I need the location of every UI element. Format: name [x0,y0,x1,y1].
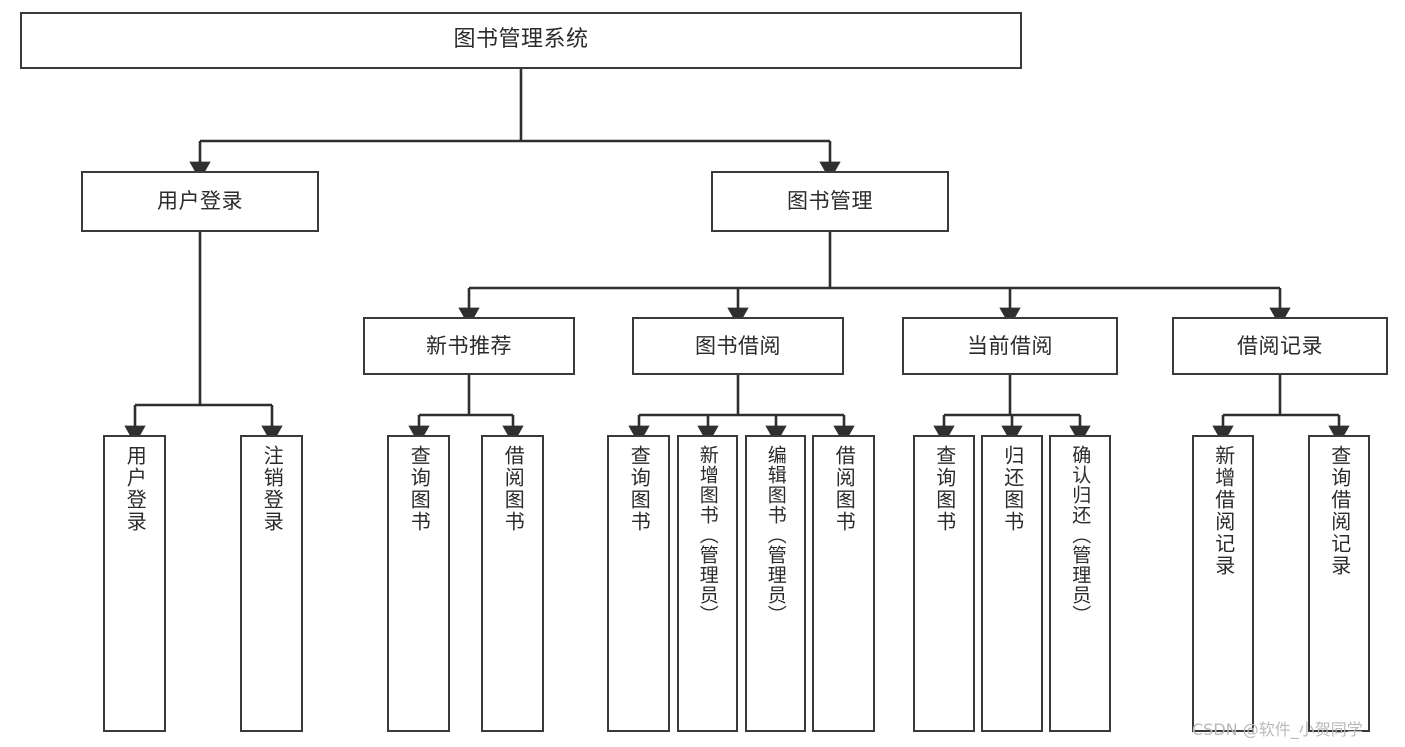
node-user-login-label: 用户登录 [157,189,243,214]
node-user-login[interactable]: 用户登录 [81,171,319,232]
leaf-edit-book-label: 编辑图书（管理员） [764,445,787,625]
leaf-add-book-label: 新增图书（管理员） [696,445,719,625]
leaf-user-logout-label: 注销登录 [260,445,285,533]
leaf-confirm-return[interactable]: 确认归还（管理员） [1049,435,1111,732]
node-borrow-record-label: 借阅记录 [1237,333,1323,358]
leaf-query-book-3[interactable]: 查询图书 [913,435,975,732]
node-new-book-recommend[interactable]: 新书推荐 [363,317,575,375]
leaf-query-book-1-label: 查询图书 [407,445,432,533]
node-root[interactable]: 图书管理系统 [20,12,1022,69]
leaf-borrow-book-2[interactable]: 借阅图书 [812,435,875,732]
node-book-borrow[interactable]: 图书借阅 [632,317,844,375]
leaf-return-book[interactable]: 归还图书 [981,435,1043,732]
leaf-query-borrow-record-label: 查询借阅记录 [1327,445,1352,577]
leaf-add-borrow-record-label: 新增借阅记录 [1211,445,1236,577]
csdn-watermark: CSDN @软件_小贺同学 [1192,720,1363,739]
leaf-user-login-label: 用户登录 [123,445,148,533]
leaf-borrow-book-1[interactable]: 借阅图书 [481,435,544,732]
leaf-add-book[interactable]: 新增图书（管理员） [677,435,738,732]
leaf-user-login[interactable]: 用户登录 [103,435,166,732]
node-book-manage[interactable]: 图书管理 [711,171,949,232]
leaf-query-book-3-label: 查询图书 [932,445,957,533]
node-root-label: 图书管理系统 [453,27,589,53]
node-new-book-recommend-label: 新书推荐 [426,333,512,358]
node-current-borrow-label: 当前借阅 [967,333,1053,358]
node-book-borrow-label: 图书借阅 [695,333,781,358]
leaf-return-book-label: 归还图书 [1000,445,1025,533]
leaf-edit-book[interactable]: 编辑图书（管理员） [745,435,806,732]
node-book-manage-label: 图书管理 [787,189,873,214]
leaf-query-book-1[interactable]: 查询图书 [387,435,450,732]
leaf-query-borrow-record[interactable]: 查询借阅记录 [1308,435,1370,732]
leaf-add-borrow-record[interactable]: 新增借阅记录 [1192,435,1254,732]
leaf-borrow-book-1-label: 借阅图书 [501,445,526,533]
leaf-confirm-return-label: 确认归还（管理员） [1069,445,1092,625]
node-borrow-record[interactable]: 借阅记录 [1172,317,1388,375]
leaf-query-book-2-label: 查询图书 [627,445,652,533]
leaf-borrow-book-2-label: 借阅图书 [832,445,857,533]
node-current-borrow[interactable]: 当前借阅 [902,317,1118,375]
leaf-query-book-2[interactable]: 查询图书 [607,435,670,732]
leaf-user-logout[interactable]: 注销登录 [240,435,303,732]
